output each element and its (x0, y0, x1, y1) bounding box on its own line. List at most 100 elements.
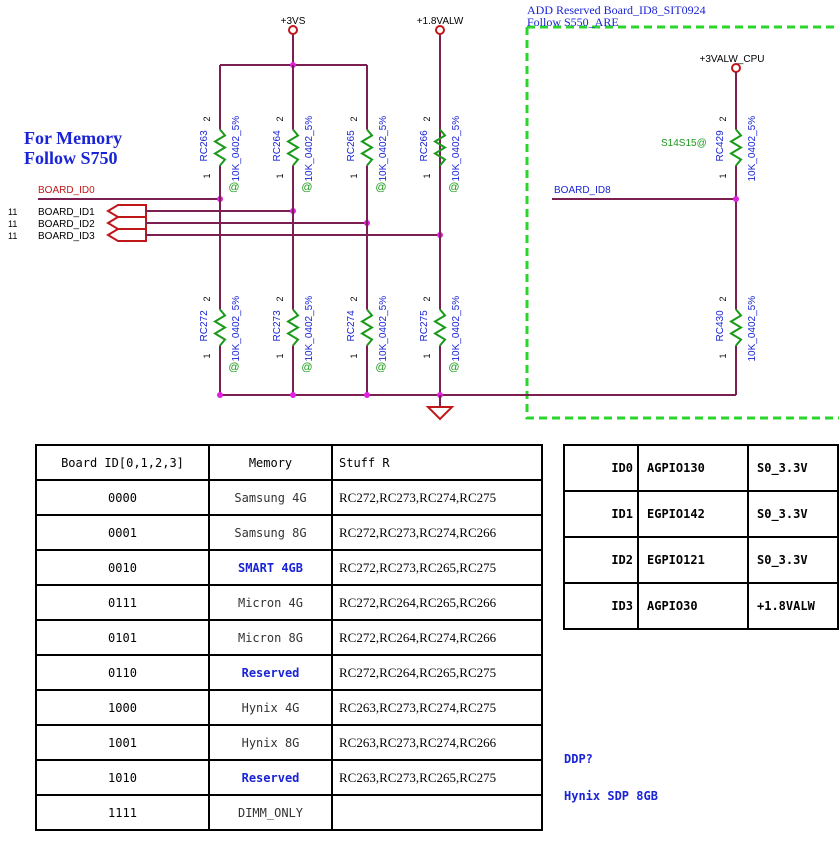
stuff-r-cell: RC272,RC273,RC274,RC275 (331, 479, 543, 516)
stuff-r-cell (331, 794, 543, 831)
stuff-r-cell: RC263,RC273,RC265,RC275 (331, 759, 543, 796)
resistor-symbol (360, 308, 374, 347)
pin-number: 1 (422, 353, 432, 358)
memory-cell: Hynix 8G (208, 724, 333, 761)
gpio-rail-cell: S0_3.3V (747, 490, 839, 538)
stuff-r-cell: RC272,RC264,RC274,RC266 (331, 619, 543, 656)
gpio-rail-cell: +1.8VALW (747, 582, 839, 630)
junction-dot (290, 392, 296, 398)
power-label-3vs: +3VS (281, 16, 306, 27)
resistor-symbol (433, 128, 447, 167)
power-label-1v8: +1.8VALW (417, 16, 464, 27)
ddp-note: DDP? (564, 752, 593, 766)
header-board-id: Board ID[0,1,2,3] (35, 444, 210, 481)
pin-number: 1 (202, 173, 212, 178)
memory-table-header: Board ID[0,1,2,3] Memory Stuff R (35, 444, 543, 481)
resistor-value: 10K_0402_5% (378, 116, 389, 182)
gpio-rail-cell: S0_3.3V (747, 444, 839, 492)
stuff-marker: @ (448, 362, 459, 374)
gpio-rail-cell: S0_3.3V (747, 536, 839, 584)
board-id-cell: 0111 (35, 584, 210, 621)
stuff-marker: @ (228, 362, 239, 374)
resistor-value: 10K_0402_5% (304, 296, 315, 362)
pin-number: 2 (275, 116, 285, 121)
reserve-note-line1: ADD Reserved Board_ID8_SIT0924 (527, 3, 706, 17)
offsheet-port-arrow (106, 228, 147, 242)
offsheet-port-arrow (106, 204, 147, 218)
stuff-marker: @ (375, 182, 386, 194)
pin-number: 2 (202, 296, 212, 301)
hynix-sdp-note: Hynix SDP 8GB (564, 789, 658, 803)
stuff-r-cell: RC272,RC273,RC274,RC266 (331, 514, 543, 551)
resistor-value: 10K_0402_5% (231, 116, 242, 182)
resistor-refdes: RC429 (715, 130, 726, 162)
memory-cell: Hynix 4G (208, 689, 333, 726)
junction-dot (364, 392, 370, 398)
memory-note-line1: For Memory (24, 128, 123, 148)
resistor-refdes: RC266 (419, 130, 430, 162)
resistor-symbol (433, 308, 447, 347)
board-id-cell: 1001 (35, 724, 210, 761)
board-id-cell: 0101 (35, 619, 210, 656)
pin-number: 2 (718, 296, 728, 301)
board-id-cell: 0010 (35, 549, 210, 586)
memory-cell: DIMM_ONLY (208, 794, 333, 831)
stuff-r-cell: RC263,RC273,RC274,RC275 (331, 689, 543, 726)
pin-number: 2 (422, 116, 432, 121)
resistor-symbol (213, 128, 227, 167)
power-label-cpu: +3VALW_CPU (700, 54, 765, 65)
pin-number: 1 (275, 353, 285, 358)
board-id-cell: 0000 (35, 479, 210, 516)
stuff-marker: @ (301, 362, 312, 374)
port-label: BOARD_ID3 (38, 231, 95, 242)
board-id-cell: 1000 (35, 689, 210, 726)
memory-cell: Micron 8G (208, 619, 333, 656)
resistor-refdes: RC265 (346, 130, 357, 162)
reserve-note: ADD Reserved Board_ID8_SIT0924 Follow S5… (527, 4, 706, 28)
pin-number: 2 (349, 296, 359, 301)
resistor-value: 10K_0402_5% (378, 296, 389, 362)
resistor-refdes: RC430 (715, 310, 726, 342)
bom-tag: S14S15@ (661, 138, 707, 149)
stuff-marker: @ (301, 182, 312, 194)
board-id-cell: 1111 (35, 794, 210, 831)
pin-number: 1 (202, 353, 212, 358)
junction-dot (733, 196, 739, 202)
memory-cell: Micron 4G (208, 584, 333, 621)
resistor-refdes: RC275 (419, 310, 430, 342)
pin-number: 2 (275, 296, 285, 301)
memory-cell: Samsung 8G (208, 514, 333, 551)
stuff-r-cell: RC263,RC273,RC274,RC266 (331, 724, 543, 761)
power-port-3vs (288, 25, 298, 35)
pin-number: 1 (718, 173, 728, 178)
gpio-name-cell: AGPIO130 (637, 444, 749, 492)
gpio-name-cell: EGPIO142 (637, 490, 749, 538)
stuff-r-cell: RC272,RC264,RC265,RC275 (331, 654, 543, 691)
pin-number: 1 (349, 353, 359, 358)
memory-note: For Memory Follow S750 (24, 128, 122, 168)
resistor-refdes: RC263 (199, 130, 210, 162)
gpio-id-cell: ID1 (563, 490, 639, 538)
ground-symbol (425, 406, 455, 421)
resistor-value: 10K_0402_5% (747, 116, 758, 182)
memory-note-line2: Follow S750 (24, 148, 118, 168)
pin-number: 2 (202, 116, 212, 121)
resistor-value: 10K_0402_5% (304, 116, 315, 182)
resistor-value: 10K_0402_5% (747, 296, 758, 362)
power-port-1v8 (435, 25, 445, 35)
board-id-cell: 0001 (35, 514, 210, 551)
resistor-refdes: RC272 (199, 310, 210, 342)
gpio-name-cell: EGPIO121 (637, 536, 749, 584)
